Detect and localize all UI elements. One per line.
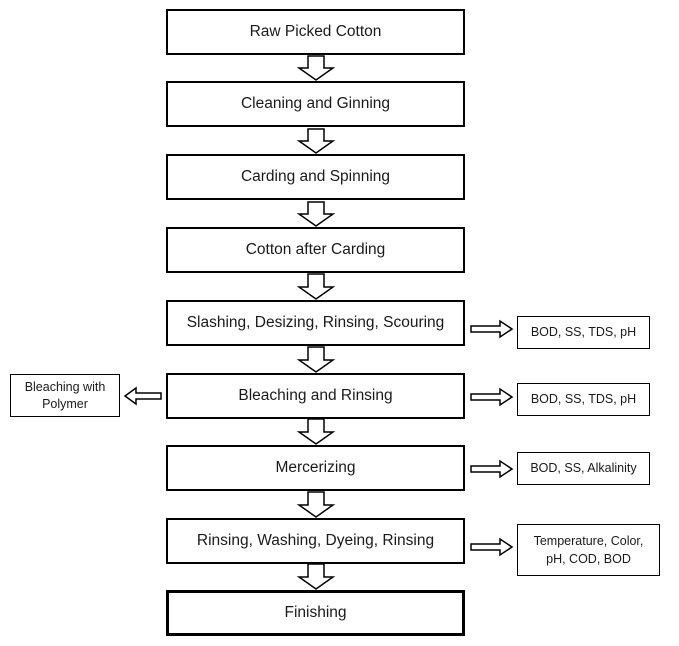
down-arrow-2: [296, 128, 336, 154]
output-dyeing-line-1: Temperature, Color,: [533, 533, 644, 548]
down-arrow-4: [296, 273, 336, 300]
output-slashing: BOD, SS, TDS, pH: [517, 316, 650, 349]
bleaching-side-line-2: Polymer: [42, 396, 88, 411]
step-raw-picked-cotton: Raw Picked Cotton: [166, 9, 465, 55]
step-rinsing-washing-dyeing-rinsing: Rinsing, Washing, Dyeing, Rinsing: [166, 518, 465, 564]
left-arrow-bleaching-side: [123, 386, 162, 406]
step-bleaching-and-rinsing: Bleaching and Rinsing: [166, 373, 465, 419]
right-arrow-dyeing: [470, 537, 514, 557]
step-slashing-desizing-rinsing-scouring: Slashing, Desizing, Rinsing, Scouring: [166, 300, 465, 346]
output-dyeing: Temperature, Color, pH, COD, BOD: [517, 524, 660, 576]
step-carding-and-spinning: Carding and Spinning: [166, 154, 465, 200]
step-cotton-after-carding: Cotton after Carding: [166, 227, 465, 273]
output-bleaching: BOD, SS, TDS, pH: [517, 383, 650, 416]
right-arrow-mercerizing: [470, 459, 514, 479]
down-arrow-1: [296, 55, 336, 81]
output-dyeing-line-2: pH, COD, BOD: [546, 552, 631, 566]
down-arrow-7: [296, 491, 336, 518]
step-finishing: Finishing: [166, 590, 465, 636]
down-arrow-6: [296, 418, 336, 445]
output-mercerizing: BOD, SS, Alkalinity: [517, 452, 650, 485]
bleaching-side-output: Bleaching with Polymer: [10, 374, 120, 417]
step-mercerizing: Mercerizing: [166, 445, 465, 491]
down-arrow-5: [296, 346, 336, 373]
right-arrow-slashing: [470, 319, 514, 339]
down-arrow-3: [296, 201, 336, 227]
step-cleaning-and-ginning: Cleaning and Ginning: [166, 81, 465, 127]
right-arrow-bleaching: [470, 387, 514, 407]
bleaching-side-line-1: Bleaching with: [24, 379, 106, 394]
down-arrow-8: [296, 563, 336, 590]
